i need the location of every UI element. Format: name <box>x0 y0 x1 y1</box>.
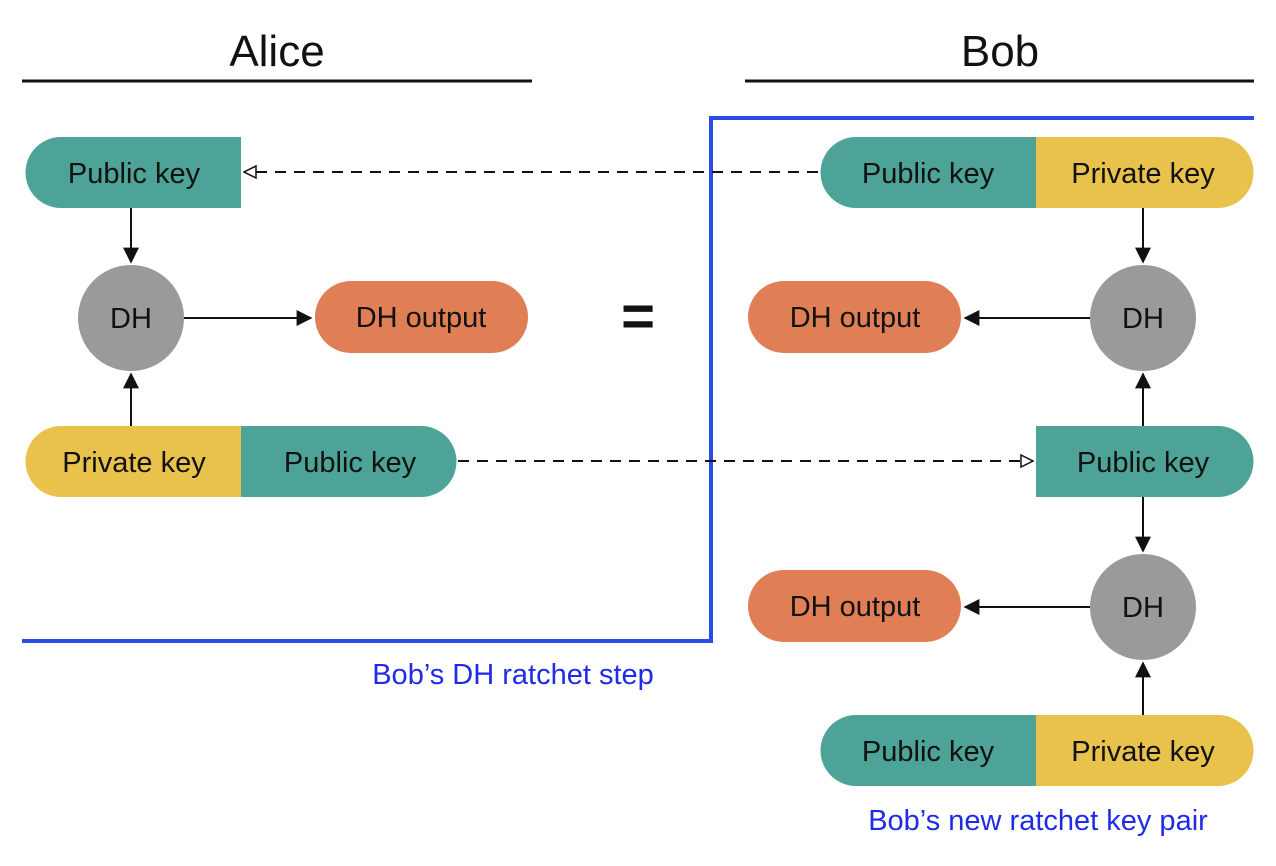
alice-dh-output-label: DH output <box>356 302 487 334</box>
bob-new-private-key <box>1036 715 1254 786</box>
bob-top-public-key-label: Public key <box>862 158 995 190</box>
new-key-pair-caption: Bob’s new ratchet key pair <box>868 805 1208 837</box>
bob-received-public-key: Public key <box>1036 426 1254 497</box>
bob-dh-2-label: DH <box>1122 592 1164 624</box>
alice-dh-label: DH <box>110 303 152 335</box>
alice-title: Alice <box>229 27 324 76</box>
bob-new-private-key-label: Private key <box>1071 736 1215 768</box>
bob-top-private-key <box>1036 137 1254 208</box>
alice-private-key-label: Private key <box>62 447 206 479</box>
alice-top-public-key: Public key <box>25 137 241 208</box>
bob-top-public-key <box>820 137 1036 208</box>
bob-new-public-key-label: Public key <box>862 736 995 768</box>
bob-new-key-pair: Public key Private key <box>820 715 1254 786</box>
ratchet-step-border <box>22 116 1254 643</box>
bob-new-public-key <box>820 715 1036 786</box>
bob-dh-output-1-label: DH output <box>790 302 921 334</box>
bob-dh-output-1: DH output <box>748 281 961 353</box>
bob-dh-node-2: DH <box>1090 554 1196 660</box>
alice-bottom-key-pair: Private key Public key <box>25 426 457 497</box>
alice-dh-output: DH output <box>315 281 528 353</box>
alice-public-key-label: Public key <box>284 447 417 479</box>
bob-dh-1-label: DH <box>1122 303 1164 335</box>
alice-top-public-key-label: Public key <box>68 158 201 190</box>
bob-received-public-key-label: Public key <box>1077 447 1210 479</box>
bob-title: Bob <box>961 27 1039 76</box>
alice-dh-node: DH <box>78 265 184 371</box>
alice-private-key <box>25 426 241 497</box>
bob-top-private-key-label: Private key <box>1071 158 1215 190</box>
equals-sign: = <box>621 284 655 349</box>
bob-dh-output-2-label: DH output <box>790 591 921 623</box>
alice-public-key <box>241 426 457 497</box>
bob-dh-output-2: DH output <box>748 570 961 642</box>
bob-top-key-pair: Public key Private key <box>820 137 1254 208</box>
ratchet-step-caption: Bob’s DH ratchet step <box>372 659 654 691</box>
bob-dh-node-1: DH <box>1090 265 1196 371</box>
